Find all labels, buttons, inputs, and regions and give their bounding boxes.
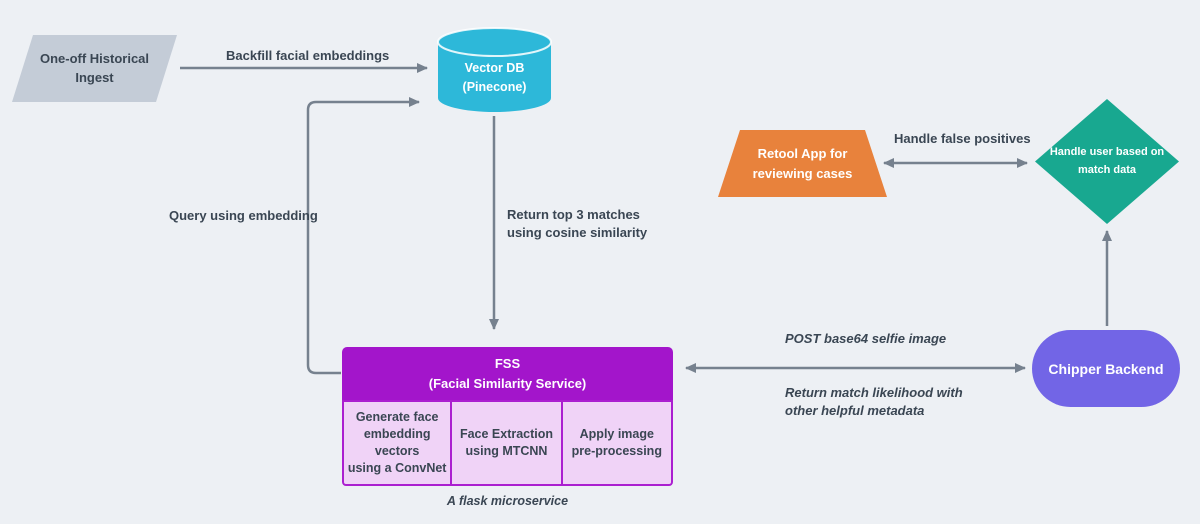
edge-label-post-selfie: POST base64 selfie image: [785, 331, 947, 346]
node-fss-service[interactable]: FSS (Facial Similarity Service) Generate…: [342, 347, 673, 486]
database-cylinder-icon: [437, 27, 552, 112]
fss-cell-embedding[interactable]: Generate face embedding vectors using a …: [342, 400, 453, 486]
vector-db-label: Vector DB (Pinecone): [462, 61, 527, 94]
fss-cell-preprocessing[interactable]: Apply image pre-processing: [562, 400, 673, 486]
fss-caption: A flask microservice: [446, 494, 569, 508]
fss-cell-face-extraction[interactable]: Face Extraction using MTCNN: [452, 400, 563, 486]
node-chipper-backend[interactable]: Chipper Backend: [1032, 330, 1180, 407]
edge-label-return-match: Return match likelihood with other helpf…: [785, 385, 963, 419]
edge-label-backfill: Backfill facial embeddings: [226, 48, 390, 63]
fss-header[interactable]: FSS (Facial Similarity Service): [342, 347, 673, 400]
node-retool-app[interactable]: Retool App for reviewing cases: [718, 130, 887, 197]
edge-label-query: Query using embedding: [169, 208, 318, 223]
arrow-query: [306, 97, 420, 375]
edge-label-return-top3: Return top 3 matches using cosine simila…: [507, 207, 648, 241]
node-one-off-historical-ingest[interactable]: One-off Historical Ingest: [12, 35, 177, 102]
fss-cell-row: Generate face embedding vectors using a …: [342, 400, 673, 486]
node-vector-db[interactable]: Vector DB (Pinecone): [437, 27, 552, 113]
edge-label-handle-false-positives: Handle false positives: [894, 131, 1031, 146]
